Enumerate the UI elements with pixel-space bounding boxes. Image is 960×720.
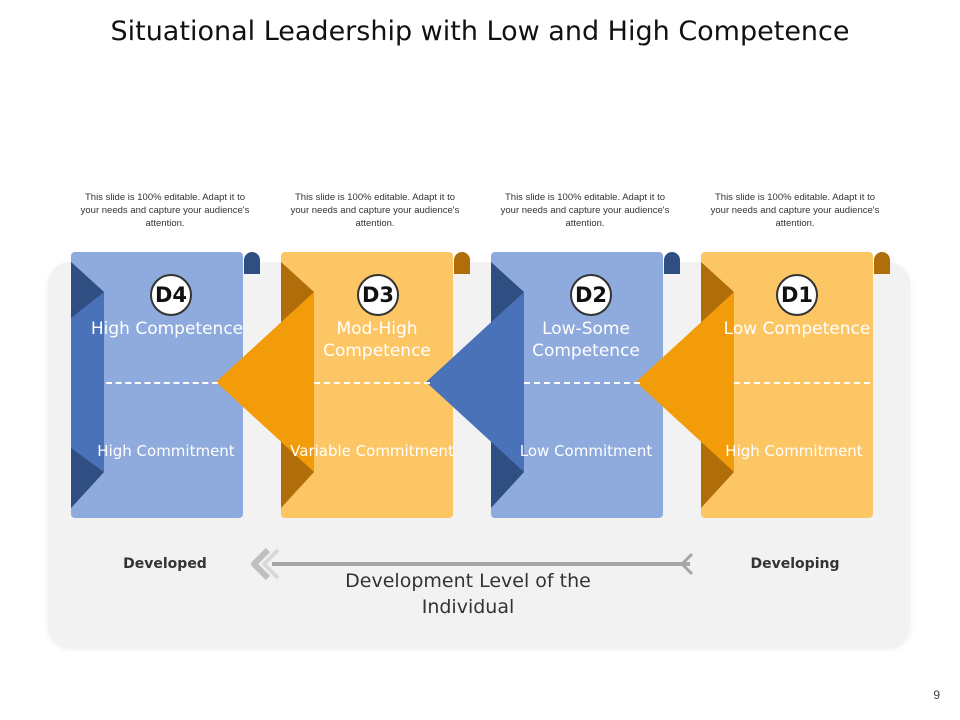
card-tab-d2: [664, 252, 680, 274]
competence-label-d1: Low Competence: [723, 319, 871, 339]
slide-title: Situational Leadership with Low and High…: [110, 16, 850, 47]
developing-label: Developing: [750, 556, 840, 572]
card-tab-d3: [454, 252, 470, 274]
commitment-label-d2: Low Commitment: [519, 442, 653, 460]
development-arrow-tail: [679, 552, 694, 576]
stage-note-d3: This slide is 100% editable. Adapt it to…: [290, 192, 460, 229]
development-arrow-head: [251, 547, 271, 581]
stage-note-d2: This slide is 100% editable. Adapt it to…: [500, 192, 670, 229]
divider-d1: [734, 382, 870, 384]
badge-d2: D2: [570, 274, 612, 316]
badge-d3: D3: [357, 274, 399, 316]
stage-note-d1: This slide is 100% editable. Adapt it to…: [710, 192, 880, 229]
badge-d4: D4: [150, 274, 192, 316]
divider-d4: [106, 382, 218, 384]
badge-d1: D1: [776, 274, 818, 316]
chevron-d3: [216, 292, 314, 472]
fold-d4: [71, 262, 104, 508]
card-tab-d4: [244, 252, 260, 274]
stage-note-d4: This slide is 100% editable. Adapt it to…: [80, 192, 250, 229]
chevron-d2: [426, 292, 524, 472]
fold-d4-top: [71, 262, 104, 318]
divider-d3: [314, 382, 430, 384]
chevron-d1: [636, 292, 734, 472]
commitment-label-d4: High Commitment: [97, 442, 235, 460]
card-tab-d1: [874, 252, 890, 274]
competence-label-d3: Mod-High Competence: [323, 319, 431, 361]
competence-label-d2: Low-Some Competence: [532, 319, 640, 361]
commitment-label-d1: High Commitment: [725, 442, 863, 460]
fold-d4-bottom: [71, 448, 104, 508]
page-number: 9: [933, 688, 940, 702]
commitment-label-d3: Variable Commitment: [290, 442, 454, 460]
competence-label-d4: High Competence: [90, 319, 244, 339]
development-arrow-head-inner: [262, 548, 280, 580]
developed-label: Developed: [123, 556, 207, 572]
development-axis-caption: Development Level of the Individual: [345, 570, 591, 618]
divider-d2: [524, 382, 640, 384]
